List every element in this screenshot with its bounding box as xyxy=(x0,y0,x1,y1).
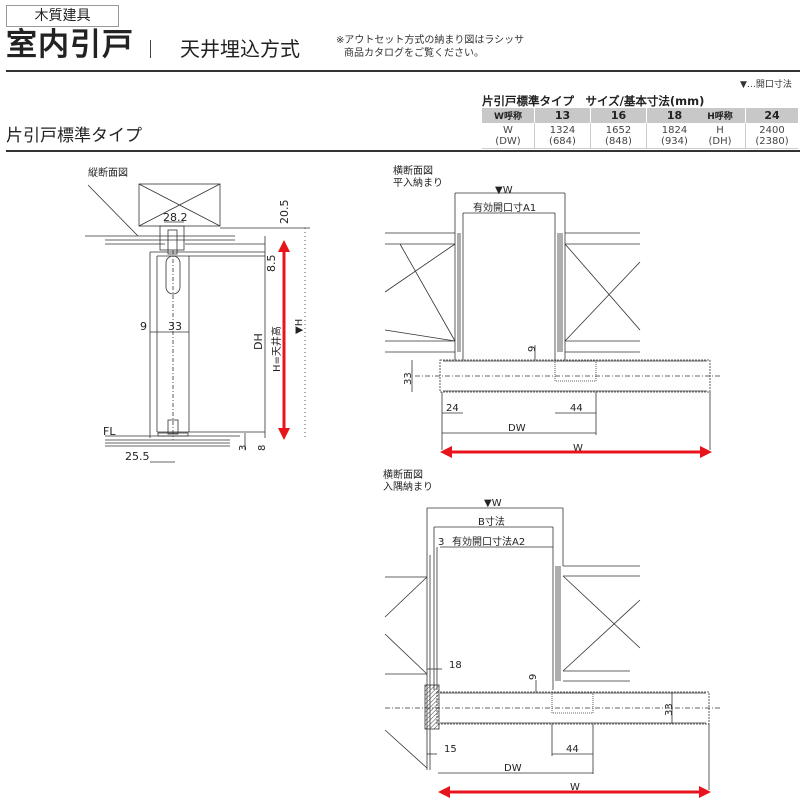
w-value-16: 1652(848) xyxy=(590,123,647,149)
svg-text:H=天井高: H=天井高 xyxy=(270,326,283,372)
svg-text:8: 8 xyxy=(257,445,268,451)
svg-text:44: 44 xyxy=(570,403,583,414)
svg-text:DH: DH xyxy=(252,333,265,350)
horizontal-section-flush-diagram: 横断面図 平入納まり ▼W 有効開口寸A1 9 3 xyxy=(384,164,720,458)
w-col-16: 16 xyxy=(590,108,647,123)
svg-text:B寸法: B寸法 xyxy=(478,515,505,528)
outset-note: ※アウトセット方式の納まり図はラシッサ 商品カタログをご覧ください。 xyxy=(336,34,524,60)
svg-text:横断面図: 横断面図 xyxy=(383,468,423,481)
svg-text:W: W xyxy=(570,782,580,793)
opening-size-legend: ▼…開口寸法 xyxy=(740,80,792,90)
vertical-section-diagram: 縦断面図 28.2 20.5 8.5 xyxy=(85,166,310,463)
svg-text:有効開口寸A1: 有効開口寸A1 xyxy=(473,201,536,214)
svg-text:3: 3 xyxy=(438,537,444,548)
note-line-1: ※アウトセット方式の納まり図はラシッサ xyxy=(336,35,525,46)
category-label: 木質建具 xyxy=(6,5,119,27)
svg-text:8.5: 8.5 xyxy=(265,255,278,273)
svg-text:25.5: 25.5 xyxy=(125,450,150,463)
h-header-label: H呼称 xyxy=(695,108,746,123)
svg-text:入隅納まり: 入隅納まり xyxy=(383,480,433,493)
svg-text:FL: FL xyxy=(103,425,116,438)
svg-text:平入納まり: 平入納まり xyxy=(393,176,443,189)
header-divider xyxy=(6,70,800,72)
svg-text:▼W: ▼W xyxy=(495,185,513,196)
svg-text:9: 9 xyxy=(528,674,539,680)
note-line-2: 商品カタログをご覧ください。 xyxy=(344,48,484,59)
w-header-label: W呼称 xyxy=(482,108,535,123)
w-col-18: 18 xyxy=(646,108,702,123)
w-value-18: 1824(934) xyxy=(646,123,702,149)
svg-text:15: 15 xyxy=(444,744,457,755)
svg-text:有効開口寸法A2: 有効開口寸法A2 xyxy=(452,535,525,548)
svg-text:DW: DW xyxy=(504,763,522,774)
w-size-table: W呼称 13 16 18 W(DW) 1324(684) 1652(848) 1… xyxy=(482,108,702,149)
svg-text:▼H: ▼H xyxy=(294,319,305,334)
h-size-table: H呼称 24 H(DH) 2400(2380) xyxy=(695,108,798,149)
svg-text:24: 24 xyxy=(446,403,459,414)
title-separator xyxy=(150,40,151,58)
svg-text:DW: DW xyxy=(508,423,526,434)
size-table-title: 片引戸標準タイプ サイズ/基本寸法(mm) xyxy=(482,94,705,108)
w-value-13: 1324(684) xyxy=(534,123,591,149)
svg-text:28.2: 28.2 xyxy=(163,211,188,224)
vertical-section-label: 縦断面図 xyxy=(88,166,128,179)
svg-text:3: 3 xyxy=(238,445,249,451)
svg-text:横断面図: 横断面図 xyxy=(393,164,433,177)
svg-text:9: 9 xyxy=(527,346,538,352)
svg-text:9: 9 xyxy=(140,320,147,333)
svg-text:33: 33 xyxy=(664,703,675,716)
svg-text:W: W xyxy=(573,443,583,454)
section-title: 片引戸標準タイプ xyxy=(6,126,142,146)
page-subtitle: 天井埋込方式 xyxy=(180,37,300,61)
svg-text:33: 33 xyxy=(168,320,182,333)
w-col-13: 13 xyxy=(534,108,591,123)
page-title: 室内引戸 xyxy=(6,27,134,63)
horizontal-section-corner-diagram: 横断面図 入隅納まり ▼W B寸法 3 有効開口寸法A2 xyxy=(383,468,720,798)
h-col-24: 24 xyxy=(745,108,798,123)
svg-text:33: 33 xyxy=(403,372,414,385)
w-row-label: W(DW) xyxy=(482,123,535,149)
h-value-24: 2400(2380) xyxy=(745,123,798,149)
svg-text:18: 18 xyxy=(449,660,462,671)
svg-text:20.5: 20.5 xyxy=(278,200,291,225)
svg-text:44: 44 xyxy=(566,744,579,755)
svg-text:▼W: ▼W xyxy=(484,498,502,509)
h-row-label: H(DH) xyxy=(695,123,746,149)
section-divider xyxy=(6,150,800,152)
